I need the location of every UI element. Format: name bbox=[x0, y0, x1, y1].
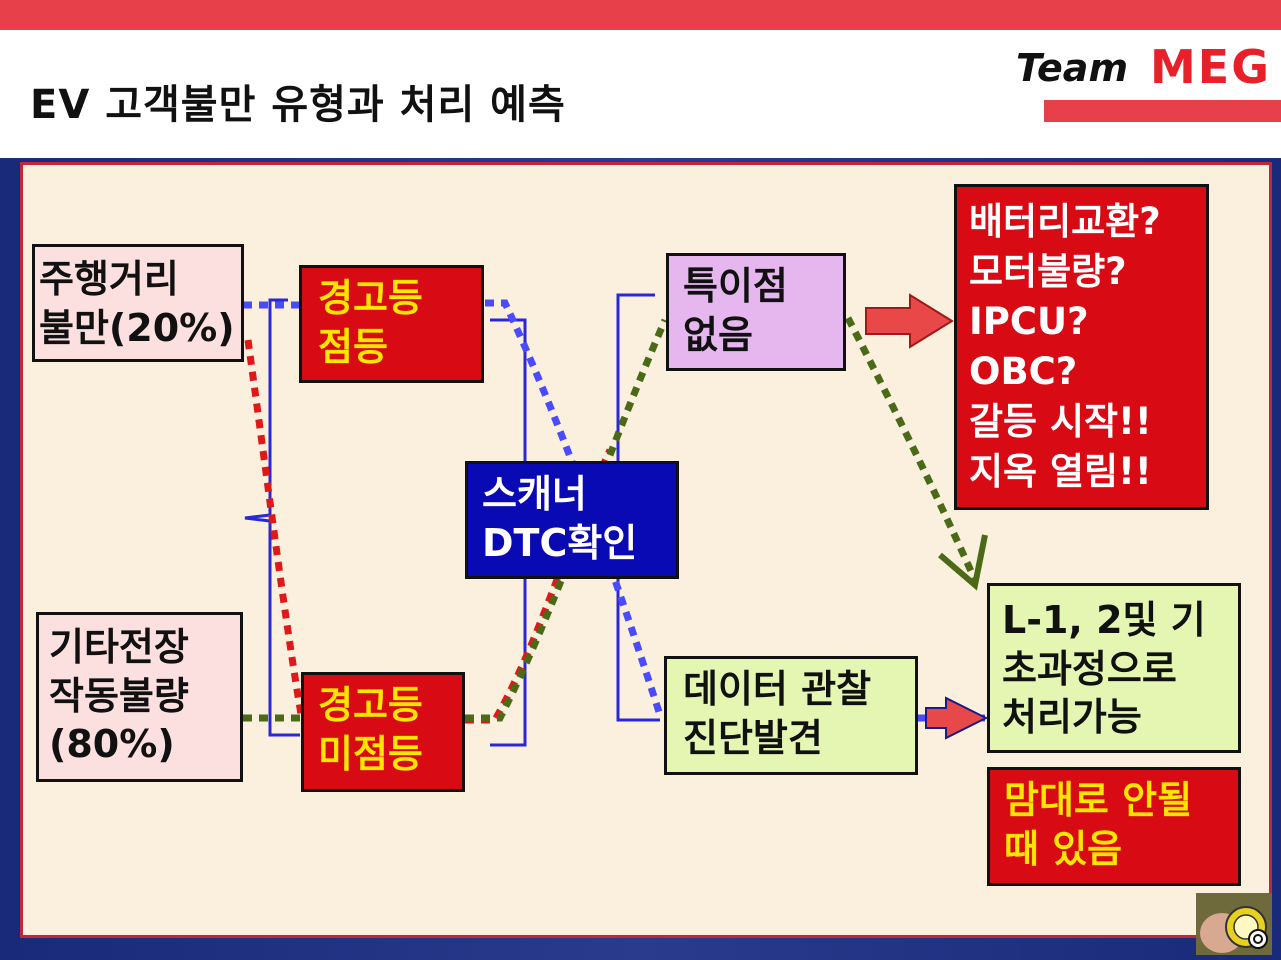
mileage-complaint-box: 주행거리 불만(20%) bbox=[32, 244, 244, 362]
box-line: 미점등 bbox=[318, 731, 423, 776]
no-issue-box: 특이점 없음 bbox=[666, 253, 846, 371]
box-line: 맘대로 안될 bbox=[1004, 778, 1193, 822]
warning-light-off-box: 경고등 미점등 bbox=[301, 672, 465, 792]
stopwatch-icon[interactable] bbox=[1196, 893, 1272, 955]
box-line: 작동불량 bbox=[49, 673, 189, 718]
box-line: 불만(20%) bbox=[39, 305, 235, 350]
box-line: 배터리교환? bbox=[969, 200, 1161, 243]
box-line: 없음 bbox=[683, 312, 753, 357]
left-bracket bbox=[244, 298, 300, 737]
box-line: 모터불량? bbox=[969, 249, 1127, 293]
box-line: 특이점 bbox=[683, 264, 788, 308]
logo-meg-text: MEG bbox=[1150, 40, 1271, 94]
box-line: 스캐너 bbox=[482, 472, 587, 516]
slide-title: EV 고객불만 유형과 처리 예측 bbox=[30, 82, 566, 128]
slide-header bbox=[0, 34, 1281, 158]
box-line: 갈등 시작!! bbox=[969, 399, 1152, 443]
scanner-dtc-box: 스캐너 DTC확인 bbox=[465, 461, 679, 579]
other-electrical-box: 기타전장 작동불량 (80%) bbox=[36, 612, 243, 782]
suspected-parts-box: 배터리교환? 모터불량? IPCU? OBC? 갈등 시작!! 지옥 열림!! bbox=[954, 184, 1209, 510]
data-diagnosis-box: 데이터 관찰 진단발견 bbox=[664, 656, 918, 775]
box-line: OBC? bbox=[969, 349, 1078, 393]
box-line: 경고등 bbox=[318, 276, 423, 320]
red-block-arrow bbox=[865, 293, 954, 349]
top-divider bbox=[0, 30, 1281, 34]
box-line: 지옥 열림!! bbox=[969, 449, 1152, 493]
box-line: 주행거리 bbox=[39, 257, 179, 301]
sometimes-fails-box: 맘대로 안될 때 있음 bbox=[987, 767, 1241, 886]
box-line: DTC확인 bbox=[482, 520, 638, 565]
red-small-arrow bbox=[925, 696, 989, 740]
box-line: 데이터 관찰 bbox=[683, 667, 872, 711]
green-arrow-head bbox=[938, 534, 988, 591]
resolvable-box: L-1, 2및 기 초과정으로 처리가능 bbox=[987, 583, 1241, 753]
box-line: 때 있음 bbox=[1004, 826, 1123, 871]
box-line: 점등 bbox=[318, 324, 388, 369]
blue-dotted-path bbox=[243, 299, 664, 717]
logo-underline-bar bbox=[1044, 100, 1281, 122]
box-line: 기타전장 bbox=[49, 625, 189, 669]
box-line: 진단발견 bbox=[683, 715, 823, 760]
logo-team-text: Team bbox=[1016, 46, 1129, 90]
box-line: 초과정으로 bbox=[1002, 646, 1177, 691]
box-line: L-1, 2및 기 bbox=[1002, 598, 1206, 642]
box-line: (80%) bbox=[49, 722, 175, 767]
warning-light-on-box: 경고등 점등 bbox=[299, 265, 484, 383]
box-line: IPCU? bbox=[969, 299, 1089, 343]
top-accent-bar bbox=[0, 0, 1281, 30]
box-line: 경고등 bbox=[318, 683, 423, 727]
box-line: 처리가능 bbox=[1002, 695, 1142, 740]
team-meg-logo: Team MEG bbox=[1010, 38, 1270, 98]
